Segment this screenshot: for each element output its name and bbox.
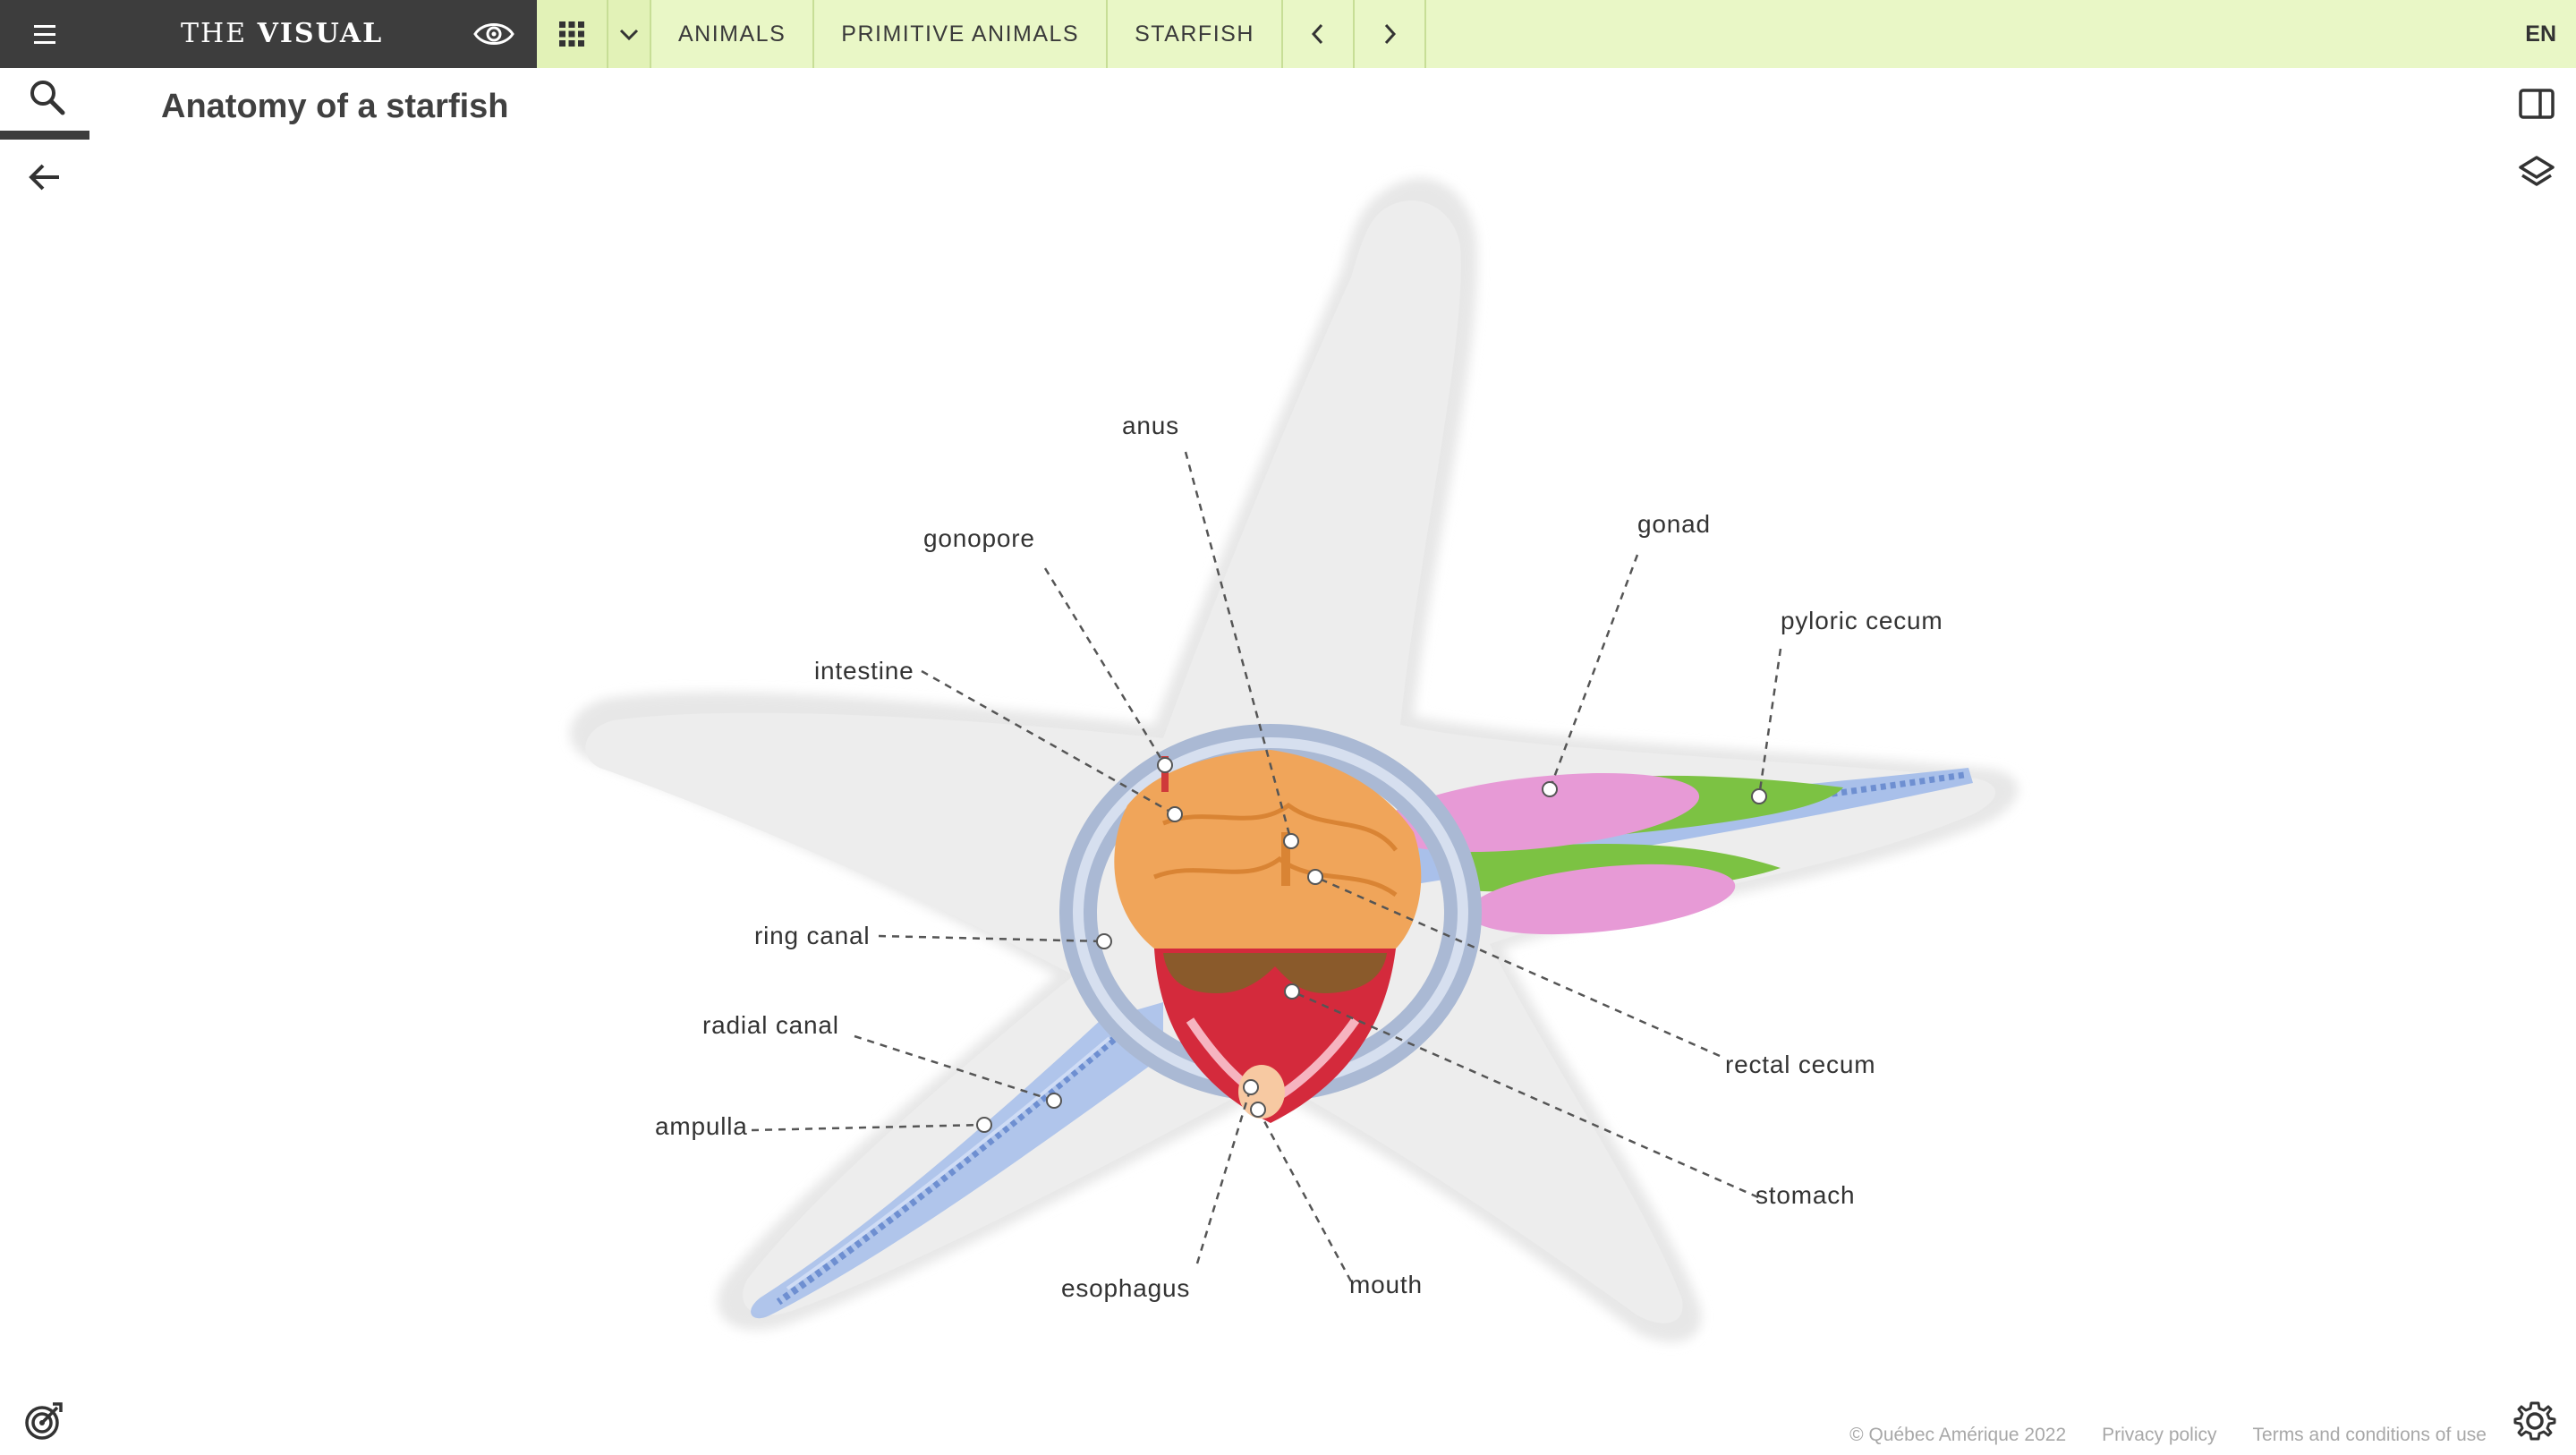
visibility-toggle-button[interactable]	[472, 18, 515, 50]
leader-lines	[751, 451, 1782, 1282]
quiz-target-button[interactable]	[23, 1400, 64, 1442]
breadcrumb-primitive-animals[interactable]: PRIMITIVE ANIMALS	[814, 0, 1109, 68]
back-button[interactable]	[25, 157, 64, 197]
brand-logo[interactable]: THE VISUAL	[181, 0, 383, 68]
brand-bar: THE VISUAL	[0, 0, 537, 68]
breadcrumb-starfish[interactable]: STARFISH	[1108, 0, 1283, 68]
radial-canal-arm	[751, 1002, 1163, 1319]
search-tab-indicator	[0, 131, 89, 140]
pin-gonad[interactable]	[1542, 781, 1558, 797]
privacy-policy-link[interactable]: Privacy policy	[2102, 1425, 2217, 1445]
language-selector[interactable]: EN	[2525, 21, 2556, 47]
label-anus[interactable]: anus	[1122, 412, 1179, 439]
next-button[interactable]	[1354, 0, 1426, 68]
gear-icon	[2513, 1401, 2556, 1441]
pyloric-cecum	[1432, 775, 1843, 893]
pin-gonopore[interactable]	[1157, 757, 1173, 773]
brand-name: VISUAL	[257, 18, 384, 49]
pin-ampulla[interactable]	[976, 1117, 992, 1133]
footer: © Québec Amérique 2022 Privacy policy Te…	[1849, 1425, 2487, 1446]
label-rectal-cecum[interactable]: rectal cecum	[1725, 1051, 1876, 1078]
label-radial-canal[interactable]: radial canal	[702, 1011, 839, 1039]
terms-link[interactable]: Terms and conditions of use	[2252, 1425, 2487, 1445]
label-stomach[interactable]: stomach	[1756, 1181, 1856, 1209]
side-panel-icon	[2519, 89, 2555, 119]
stomach	[1154, 949, 1396, 1123]
label-pyloric-cecum[interactable]: pyloric cecum	[1781, 607, 1943, 634]
label-ampulla[interactable]: ampulla	[655, 1112, 748, 1140]
grid-icon	[559, 21, 584, 47]
chevron-left-icon	[1311, 23, 1322, 45]
pin-intestine[interactable]	[1167, 806, 1183, 822]
previous-button[interactable]	[1282, 0, 1355, 68]
pin-stomach[interactable]	[1284, 983, 1300, 1000]
pin-rectal-cecum[interactable]	[1307, 869, 1323, 885]
breadcrumb-animals[interactable]: ANIMALS	[651, 0, 815, 68]
page-title: Anatomy of a starfish	[161, 88, 509, 125]
label-esophagus[interactable]: esophagus	[1061, 1274, 1191, 1302]
target-icon	[25, 1402, 63, 1440]
dropdown-button[interactable]	[608, 0, 651, 68]
brand-prefix: THE	[181, 18, 248, 49]
pin-mouth[interactable]	[1250, 1102, 1266, 1118]
pin-esophagus[interactable]	[1243, 1079, 1259, 1095]
arrow-left-icon	[29, 164, 59, 191]
starfish-body	[569, 178, 2019, 1342]
eye-icon	[473, 23, 514, 45]
pin-pyloric-cecum[interactable]	[1751, 788, 1767, 804]
grid-menu-button[interactable]	[537, 0, 608, 68]
label-mouth[interactable]: mouth	[1349, 1271, 1423, 1298]
label-gonopore[interactable]: gonopore	[923, 524, 1035, 552]
layers-button[interactable]	[2517, 154, 2556, 193]
right-arm-canal	[1396, 768, 1973, 886]
hamburger-icon	[34, 25, 55, 44]
pin-radial-canal[interactable]	[1046, 1093, 1062, 1109]
label-gonad[interactable]: gonad	[1637, 510, 1711, 538]
pin-anus[interactable]	[1283, 833, 1299, 849]
ring-canal	[1059, 724, 1482, 1102]
copyright-text: © Québec Amérique 2022	[1849, 1425, 2067, 1445]
breadcrumb-nav: ANIMALS PRIMITIVE ANIMALS STARFISH EN	[537, 0, 2576, 68]
label-intestine[interactable]: intestine	[814, 657, 914, 685]
search-tab[interactable]	[0, 68, 89, 140]
chevron-right-icon	[1384, 23, 1396, 45]
digestive-glands	[1114, 750, 1422, 949]
hamburger-menu-button[interactable]	[27, 18, 63, 50]
layers-icon	[2519, 156, 2555, 186]
pin-ring-canal[interactable]	[1096, 933, 1112, 949]
top-bar: THE VISUAL ANIMALS	[0, 0, 2576, 68]
search-icon	[30, 81, 65, 115]
settings-button[interactable]	[2513, 1400, 2556, 1442]
chevron-down-icon	[619, 29, 639, 41]
label-ring-canal[interactable]: ring canal	[754, 922, 871, 949]
panel-toggle-button[interactable]	[2517, 84, 2556, 123]
